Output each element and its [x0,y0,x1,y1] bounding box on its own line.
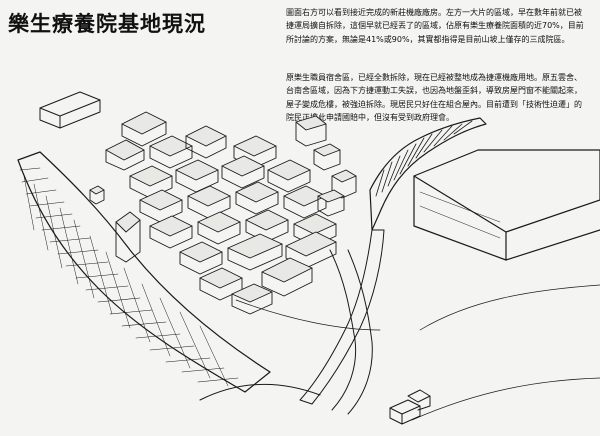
history-paragraph: 原樂生職員宿舍區，已經全數拆除，現在已經被整地成為捷運機廠用地。原五雲舍、台南舍… [286,73,582,123]
factory-building [413,149,600,261]
intro-paragraph: 圖面右方可以看到接近完成的新莊機廠廠房。左方一大片的區域，早在數年前就已被捷運局… [286,8,584,44]
small-building-top-left [39,91,101,129]
page-title: 樂生療養院基地現況 [8,12,206,36]
roads [199,249,600,421]
right-hillside [299,117,487,405]
left-hillside [17,151,271,393]
village-cluster [89,111,357,315]
buildings-bottom [389,389,431,425]
